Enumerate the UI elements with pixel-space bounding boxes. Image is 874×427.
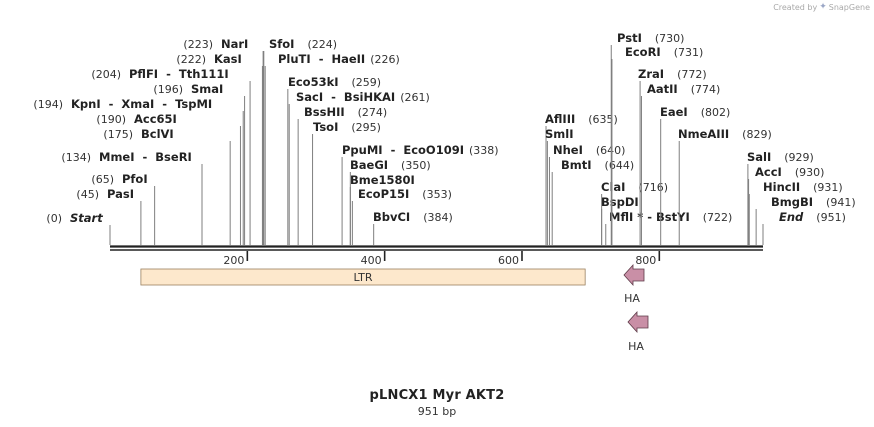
cut-site-position: (261) — [400, 91, 430, 104]
cut-site-position: (384) — [423, 211, 453, 224]
cut-site-position: (829) — [742, 128, 772, 141]
ruler-tick-label: 600 — [498, 254, 519, 267]
cut-site-label: Bme1580I — [350, 173, 415, 187]
feature-ha-label: HA — [628, 340, 644, 353]
cut-site-label: PfoI — [122, 172, 148, 186]
cut-site-position: (295) — [351, 121, 381, 134]
created-by-text: Created by — [773, 2, 818, 12]
cut-site-label: AatII — [647, 82, 678, 96]
cut-site-position: (772) — [677, 68, 707, 81]
cut-site-label: NmeAIII — [678, 127, 729, 141]
cut-site-position: (65) — [91, 173, 114, 186]
cut-site-position: (951) — [816, 211, 846, 224]
cut-site-label: AflIII — [545, 112, 575, 126]
cut-site-position: (274) — [358, 106, 388, 119]
snapgene-product-text: SnapGene — [828, 2, 870, 12]
feature-ha-arrow — [627, 310, 649, 334]
feature-ha-arrow — [623, 263, 645, 287]
cut-site-position: (223) — [183, 38, 213, 51]
feature-ltr-label: LTR — [354, 271, 373, 284]
cut-site-label: PstI — [617, 31, 642, 45]
cut-site-label: MflI * - BstYI — [609, 210, 690, 224]
cut-site-label: BbvCI — [373, 210, 410, 224]
cut-site-position: (45) — [76, 188, 99, 201]
cut-site-position: (222) — [176, 53, 206, 66]
cut-site-position: (196) — [153, 83, 183, 96]
ruler-tick-label: 800 — [635, 254, 656, 267]
cut-site-label: PpuMI - EcoO109I — [342, 143, 464, 157]
cut-site-label: BspDI — [601, 195, 639, 209]
cut-site-position: (731) — [674, 46, 704, 59]
cut-site-label: Acc65I — [134, 112, 177, 126]
cut-site-position: (226) — [370, 53, 400, 66]
cut-site-label: KpnI - XmaI - TspMI — [71, 97, 212, 111]
cut-site-label: End — [779, 210, 804, 224]
cut-site-label: BclVI — [141, 127, 174, 141]
cut-site-label: SmlI — [545, 127, 574, 141]
cut-site-label: SmaI — [191, 82, 223, 96]
cut-site-position: (0) — [46, 212, 62, 225]
cut-site-label: EcoP15I — [358, 187, 409, 201]
cut-site-position: (175) — [103, 128, 133, 141]
cut-site-position: (929) — [784, 151, 814, 164]
cut-site-position: (353) — [422, 188, 452, 201]
cut-site-position: (134) — [61, 151, 91, 164]
plasmid-title: pLNCX1 Myr AKT2 — [369, 388, 505, 403]
cut-site-position: (204) — [91, 68, 121, 81]
cut-site-position: (722) — [703, 211, 733, 224]
cut-site-label: SalI — [747, 150, 771, 164]
cut-site-position: (931) — [813, 181, 843, 194]
cut-site-label: ClaI — [601, 180, 625, 194]
cut-site-label: ZraI — [638, 67, 664, 81]
cut-site-label: MmeI - BseRI — [99, 150, 192, 164]
cut-site-label: BmgBI — [771, 195, 813, 209]
cut-site-position: (224) — [307, 38, 337, 51]
cut-site-position: (640) — [596, 144, 626, 157]
cut-site-label: KasI — [214, 52, 242, 66]
cut-site-position: (730) — [655, 32, 685, 45]
ruler-tick-label: 200 — [223, 254, 244, 267]
feature-ltr-bar — [140, 268, 586, 286]
cut-site-label: BaeGI — [350, 158, 388, 172]
cut-site-label: EcoRI — [625, 45, 661, 59]
cut-site-label: PasI — [107, 187, 134, 201]
cut-site-position: (350) — [401, 159, 431, 172]
cut-site-position: (338) — [469, 144, 499, 157]
cut-site-position: (644) — [605, 159, 635, 172]
cut-site-label: Eco53kI — [288, 75, 339, 89]
cut-site-position: (941) — [826, 196, 856, 209]
ruler-tick-label: 400 — [361, 254, 382, 267]
cut-site-label: BmtI — [561, 158, 592, 172]
cut-site-position: (930) — [795, 166, 825, 179]
cut-site-label: NheI — [553, 143, 583, 157]
cut-site-label: AccI — [755, 165, 782, 179]
cut-site-position: (635) — [588, 113, 618, 126]
cut-site-position: (716) — [638, 181, 668, 194]
cut-site-position: (190) — [96, 113, 126, 126]
cut-site-label: SacI - BsiHKAI — [296, 90, 395, 104]
cut-site-label: PluTI - HaeII — [278, 52, 365, 66]
cut-site-position: (194) — [33, 98, 63, 111]
cut-site-label: Start — [70, 211, 103, 225]
cut-site-label: TsoI — [313, 120, 338, 134]
cut-site-label: NarI — [221, 37, 248, 51]
cut-site-label: BssHII — [304, 105, 345, 119]
cut-site-label: EaeI — [660, 105, 688, 119]
snapgene-branding: Created by ✦ SnapGene — [773, 2, 870, 12]
cut-site-label: PflFI - Tth111I — [129, 67, 229, 81]
snapgene-logo-icon: ✦ — [819, 2, 827, 12]
cut-site-position: (259) — [352, 76, 382, 89]
cut-site-position: (802) — [701, 106, 731, 119]
feature-ha-label: HA — [624, 292, 640, 305]
cut-site-label: SfoI — [269, 37, 294, 51]
linear-plasmid-map: 200 400 600 800 Start (0) PasI (45) PfoI (65) MmeI… — [33, 31, 856, 353]
plasmid-length: 951 bp — [417, 405, 457, 418]
cut-site-label: HincII — [763, 180, 800, 194]
cut-site-position: (774) — [691, 83, 721, 96]
